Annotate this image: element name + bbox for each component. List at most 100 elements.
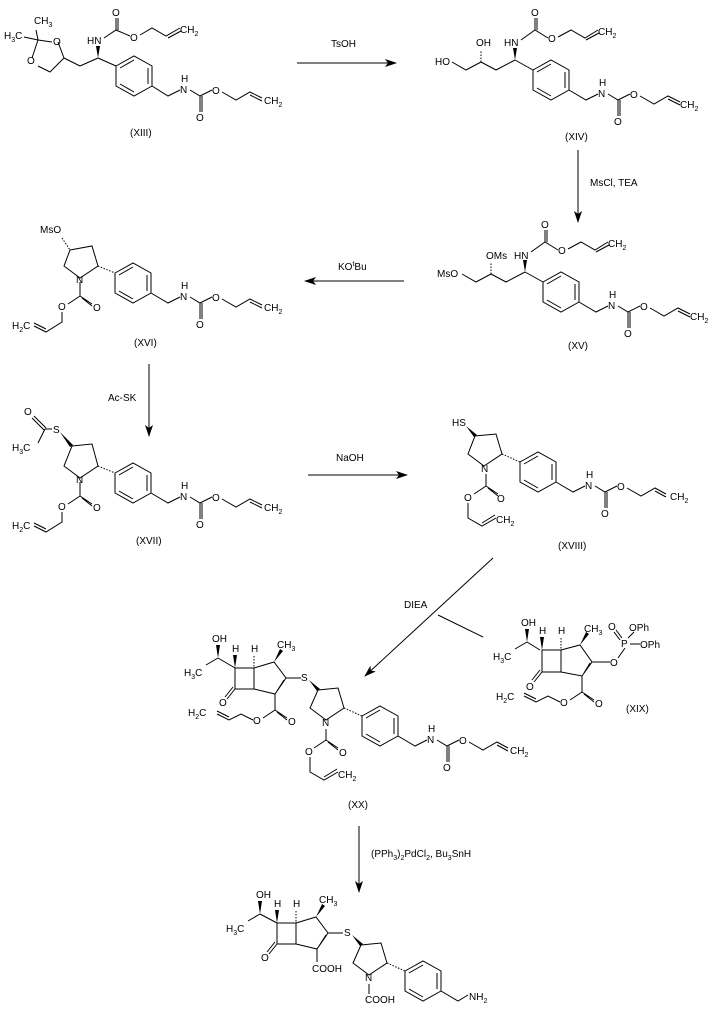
svg-text:HN: HN <box>514 251 528 262</box>
svg-text:O: O <box>130 33 138 44</box>
svg-text:H2C: H2C <box>188 708 206 721</box>
svg-text:S: S <box>344 928 351 939</box>
svg-text:O: O <box>53 37 61 48</box>
svg-text:O: O <box>630 90 638 101</box>
compound-xvii: O H3C S N O O H2C N H O O CH2 (XVII) <box>12 407 282 547</box>
svg-text:P: P <box>621 639 628 650</box>
arrow-step3: KOtBu <box>304 261 404 285</box>
svg-text:H: H <box>558 626 565 637</box>
svg-text:HN: HN <box>504 38 518 49</box>
svg-text:HS: HS <box>452 418 466 429</box>
label-xvii: (XVII) <box>136 536 162 547</box>
svg-text:N: N <box>585 481 592 492</box>
svg-text:N: N <box>365 973 372 984</box>
svg-text:O: O <box>212 86 220 97</box>
svg-text:CH2: CH2 <box>264 96 282 109</box>
svg-text:O: O <box>610 658 618 669</box>
svg-text:O: O <box>261 953 269 964</box>
svg-text:O: O <box>196 113 204 124</box>
svg-text:O: O <box>531 8 539 19</box>
svg-text:H3C: H3C <box>493 652 511 665</box>
svg-text:O: O <box>443 763 451 774</box>
svg-text:COOH: COOH <box>312 964 342 975</box>
svg-text:OMs: OMs <box>486 251 507 262</box>
svg-text:O: O <box>212 493 220 504</box>
svg-text:H: H <box>181 481 188 492</box>
svg-text:S: S <box>301 673 308 684</box>
reagent-tsoh: TsOH <box>331 39 356 50</box>
svg-text:O: O <box>219 698 227 709</box>
svg-text:H3C: H3C <box>12 443 30 456</box>
reagent-mscl-tea: MsCl, TEA <box>590 178 638 189</box>
svg-text:CH2: CH2 <box>338 770 356 783</box>
svg-text:NH2: NH2 <box>469 992 487 1005</box>
svg-text:COOH: COOH <box>365 995 395 1006</box>
svg-text:O: O <box>558 246 566 257</box>
reagent-kotbu: KOtBu <box>338 261 367 273</box>
svg-text:CH3: CH3 <box>34 16 52 29</box>
svg-text:O: O <box>339 748 347 759</box>
svg-text:HN: HN <box>87 36 101 47</box>
svg-text:O: O <box>58 502 66 513</box>
compound-xix: OH H3C H H O CH3 O P O OPh OPh O O H2C (… <box>493 618 660 715</box>
reagent-pd-bu3snh: (PPh3)2PdCl2, Bu3SnH <box>371 849 471 862</box>
svg-text:MsO: MsO <box>40 225 61 236</box>
svg-text:O: O <box>24 407 32 418</box>
svg-text:OPh: OPh <box>629 623 649 634</box>
svg-text:O: O <box>196 520 204 531</box>
arrow-step5: NaOH <box>308 453 408 479</box>
svg-text:CH2: CH2 <box>264 303 282 316</box>
svg-text:N: N <box>481 464 488 475</box>
svg-text:O: O <box>464 493 472 504</box>
svg-text:N: N <box>427 735 434 746</box>
svg-text:H: H <box>181 281 188 292</box>
compound-xiii: CH3 H3C O O HN O O CH2 N H O O CH2 (XIII… <box>4 8 282 139</box>
svg-text:H: H <box>181 74 188 85</box>
svg-text:CH2: CH2 <box>690 312 708 325</box>
svg-text:O: O <box>112 8 120 19</box>
svg-text:OH: OH <box>212 634 227 645</box>
svg-text:O: O <box>595 699 603 710</box>
svg-text:O: O <box>614 117 622 128</box>
svg-text:CH2: CH2 <box>180 25 198 38</box>
reagent-naoh: NaOH <box>336 453 364 464</box>
svg-text:OH: OH <box>476 38 491 49</box>
compound-xx: OH H3C H H O CH3 S N O O H2C O O CH2 N H <box>184 634 528 811</box>
svg-text:N: N <box>76 275 83 286</box>
compound-final-product: OH H3C H H O CH3 S N COOH COOH NH2 <box>226 890 487 1006</box>
svg-text:H: H <box>293 899 300 910</box>
compound-xvi: MsO N O O H2C N H O O CH2 (XVI) <box>12 225 282 349</box>
svg-text:O: O <box>601 509 609 520</box>
svg-text:CH2: CH2 <box>510 746 528 759</box>
label-xiv: (XIV) <box>565 132 588 143</box>
svg-text:N: N <box>598 89 605 100</box>
arrow-step7: (PPh3)2PdCl2, Bu3SnH <box>355 826 471 893</box>
svg-text:H2C: H2C <box>12 321 30 334</box>
svg-text:MsO: MsO <box>437 269 458 280</box>
svg-text:CH3: CH3 <box>277 640 295 653</box>
svg-text:H3C: H3C <box>184 668 202 681</box>
arrow-step2: MsCl, TEA <box>574 150 638 223</box>
svg-text:O: O <box>560 698 568 709</box>
reagent-acsk: Ac-SK <box>108 393 137 404</box>
svg-text:O: O <box>93 503 101 514</box>
svg-text:H: H <box>251 644 258 655</box>
svg-text:HO: HO <box>435 57 450 68</box>
svg-text:H3C: H3C <box>226 924 244 937</box>
svg-text:H3C: H3C <box>4 31 22 44</box>
label-xviii: (XVIII) <box>558 541 586 552</box>
svg-text:OPh: OPh <box>640 640 660 651</box>
svg-text:H2C: H2C <box>496 692 514 705</box>
svg-text:N: N <box>608 301 615 312</box>
svg-text:O: O <box>497 494 505 505</box>
label-xv: (XV) <box>568 341 588 352</box>
svg-text:O: O <box>212 293 220 304</box>
svg-text:CH3: CH3 <box>584 624 602 637</box>
arrow-step4: Ac-SK <box>108 364 153 437</box>
svg-text:O: O <box>27 56 35 67</box>
label-xix: (XIX) <box>626 704 649 715</box>
svg-text:O: O <box>541 220 549 231</box>
svg-text:O: O <box>305 747 313 758</box>
svg-text:S: S <box>53 425 60 436</box>
svg-text:O: O <box>526 682 534 693</box>
